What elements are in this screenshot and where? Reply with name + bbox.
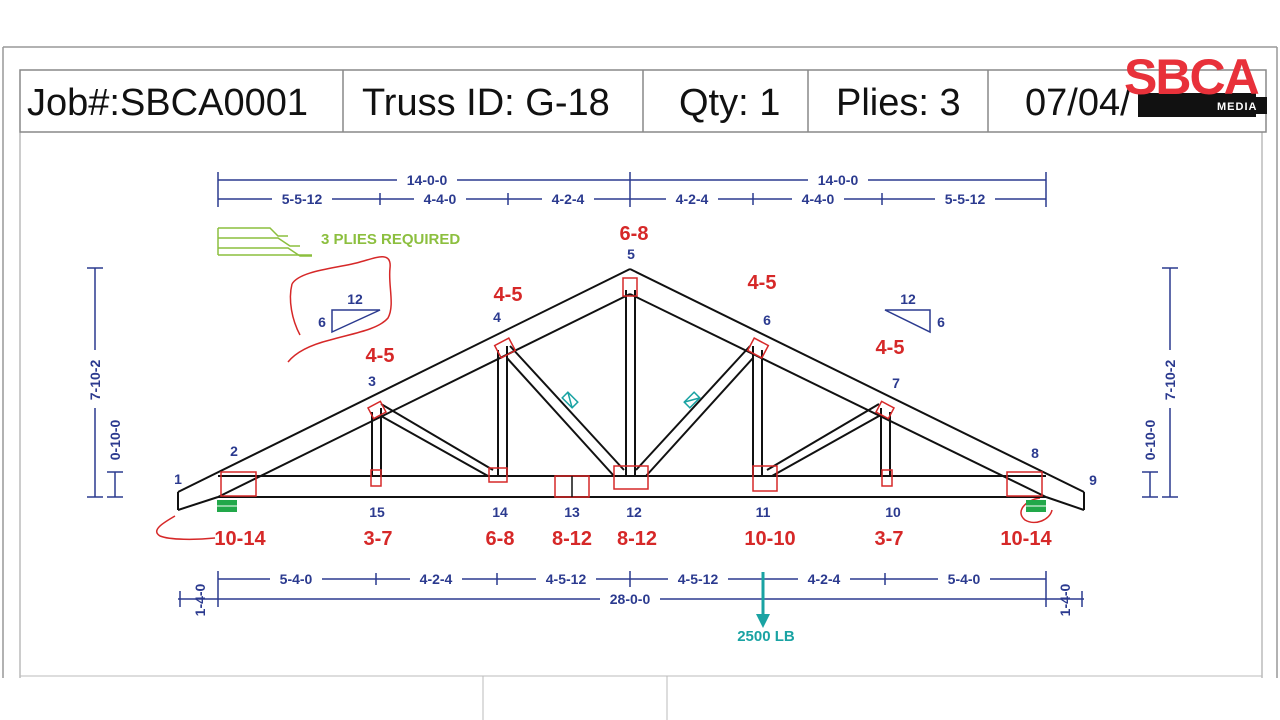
lateral-brace-icon bbox=[561, 391, 579, 409]
plies-required-label: 3 PLIES REQUIRED bbox=[321, 231, 460, 248]
dim-bottom-panel: 4-5-12 bbox=[678, 571, 719, 587]
load-label: 2500 LB bbox=[737, 628, 795, 645]
sbca-logo: SBCA MEDIA bbox=[1124, 49, 1267, 114]
height-dimension-labels: 7-10-2 0-10-0 7-10-2 0-10-0 bbox=[87, 350, 1178, 468]
pitch-left: 12 6 bbox=[318, 291, 381, 334]
dim-top-panel: 4-2-4 bbox=[676, 191, 709, 207]
plate-size: 3-7 bbox=[875, 528, 904, 550]
node-label: 8 bbox=[1031, 445, 1039, 461]
truss-members bbox=[177, 268, 1085, 511]
brace-icons bbox=[561, 391, 701, 409]
node-label: 1 bbox=[174, 471, 182, 487]
dim-heel-left: 0-10-0 bbox=[107, 420, 123, 461]
node-label: 14 bbox=[492, 504, 508, 520]
job-number: Job#:SBCA0001 bbox=[27, 82, 308, 124]
lateral-brace-icon bbox=[683, 391, 701, 409]
logo-brand: SBCA bbox=[1124, 49, 1259, 105]
dim-bottom-panel: 5-4-0 bbox=[280, 571, 313, 587]
plate-size: 3-7 bbox=[364, 528, 393, 550]
plate-size: 6-8 bbox=[620, 223, 649, 245]
dim-bottom-panel: 4-5-12 bbox=[546, 571, 587, 587]
plies-note: 3 PLIES REQUIRED bbox=[217, 227, 460, 257]
node-numbers-top: 1 2 3 4 5 6 7 8 9 bbox=[174, 246, 1097, 488]
plate-size: 6-8 bbox=[486, 528, 515, 550]
node-label: 11 bbox=[756, 504, 771, 520]
top-dimension-labels: 14-0-0 14-0-0 5-5-12 4-4-0 4-2-4 4-2-4 4… bbox=[272, 172, 995, 207]
plate-size: 8-12 bbox=[617, 528, 657, 550]
node-label: 3 bbox=[368, 373, 376, 389]
title-block: Job#:SBCA0001 Truss ID: G-18 Qty: 1 Plie… bbox=[19, 69, 1267, 133]
bottom-dimension-labels: 5-4-0 4-2-4 4-5-12 4-5-12 4-2-4 5-4-0 28… bbox=[192, 571, 1073, 616]
dim-height-left: 7-10-2 bbox=[87, 360, 103, 401]
node-label: 2 bbox=[230, 443, 238, 459]
pitch-right: 12 6 bbox=[884, 291, 945, 334]
dim-bottom-panel: 4-2-4 bbox=[808, 571, 841, 587]
pitch-right-run: 12 bbox=[900, 291, 916, 307]
lower-dividers bbox=[482, 676, 668, 720]
plies: Plies: 3 bbox=[836, 82, 961, 124]
node-label: 9 bbox=[1089, 472, 1097, 488]
dim-overhang-right: 1-4-0 bbox=[1057, 583, 1073, 616]
plate-sizes-top: 6-8 4-5 4-5 4-5 4-5 bbox=[366, 223, 905, 367]
bearing-left-icon bbox=[217, 500, 237, 512]
point-load: 2500 LB bbox=[737, 572, 795, 645]
pitch-right-rise: 6 bbox=[937, 314, 945, 330]
plate-size: 8-12 bbox=[552, 528, 592, 550]
logo-sub: MEDIA bbox=[1217, 101, 1257, 113]
plate-size: 10-14 bbox=[1000, 528, 1052, 550]
pitch-left-rise: 6 bbox=[318, 314, 326, 330]
truss-id: Truss ID: G-18 bbox=[362, 82, 610, 124]
bearings bbox=[217, 500, 1046, 512]
plate-size: 4-5 bbox=[366, 345, 395, 367]
bearing-right-icon bbox=[1026, 500, 1046, 512]
plate-sizes-bottom: 10-14 3-7 6-8 8-12 8-12 10-10 3-7 10-14 bbox=[214, 528, 1052, 550]
plate-size: 10-14 bbox=[214, 528, 266, 550]
dim-top-panel: 5-5-12 bbox=[945, 191, 986, 207]
node-label: 6 bbox=[763, 312, 771, 328]
dim-overhang-left: 1-4-0 bbox=[192, 583, 208, 616]
height-dimensions bbox=[87, 267, 1178, 498]
dim-bottom-panel: 5-4-0 bbox=[948, 571, 981, 587]
node-label: 4 bbox=[493, 309, 501, 325]
dim-heel-right: 0-10-0 bbox=[1142, 420, 1158, 461]
logo-sub-bar bbox=[1212, 97, 1267, 114]
pitch-left-run: 12 bbox=[347, 291, 363, 307]
quantity: Qty: 1 bbox=[679, 82, 780, 124]
node-label: 15 bbox=[369, 504, 385, 520]
dim-bottom-overall: 28-0-0 bbox=[610, 591, 651, 607]
plies-symbol-icon bbox=[217, 227, 312, 257]
dim-bottom-panel: 4-2-4 bbox=[420, 571, 453, 587]
plate-size: 4-5 bbox=[748, 272, 777, 294]
dim-height-right: 7-10-2 bbox=[1162, 360, 1178, 401]
node-label: 5 bbox=[627, 246, 635, 262]
dim-top-overall-right: 14-0-0 bbox=[818, 172, 859, 188]
dim-top-panel: 4-4-0 bbox=[802, 191, 835, 207]
top-dimensions bbox=[217, 172, 1047, 207]
plate-size: 4-5 bbox=[494, 284, 523, 306]
dim-top-panel: 4-2-4 bbox=[552, 191, 585, 207]
dim-top-panel: 4-4-0 bbox=[424, 191, 457, 207]
connector-plates bbox=[220, 277, 1043, 498]
plate-size: 4-5 bbox=[876, 337, 905, 359]
node-label: 12 bbox=[626, 504, 642, 520]
dim-top-panel: 5-5-12 bbox=[282, 191, 323, 207]
date: 07/04/ bbox=[1025, 82, 1131, 124]
dim-top-overall-left: 14-0-0 bbox=[407, 172, 448, 188]
node-label: 13 bbox=[564, 504, 580, 520]
node-numbers-bottom: 15 14 13 12 11 10 bbox=[369, 504, 901, 520]
node-label: 7 bbox=[892, 375, 900, 391]
sheet-border bbox=[2, 46, 1278, 678]
plate-size: 10-10 bbox=[744, 528, 795, 550]
node-label: 10 bbox=[885, 504, 901, 520]
